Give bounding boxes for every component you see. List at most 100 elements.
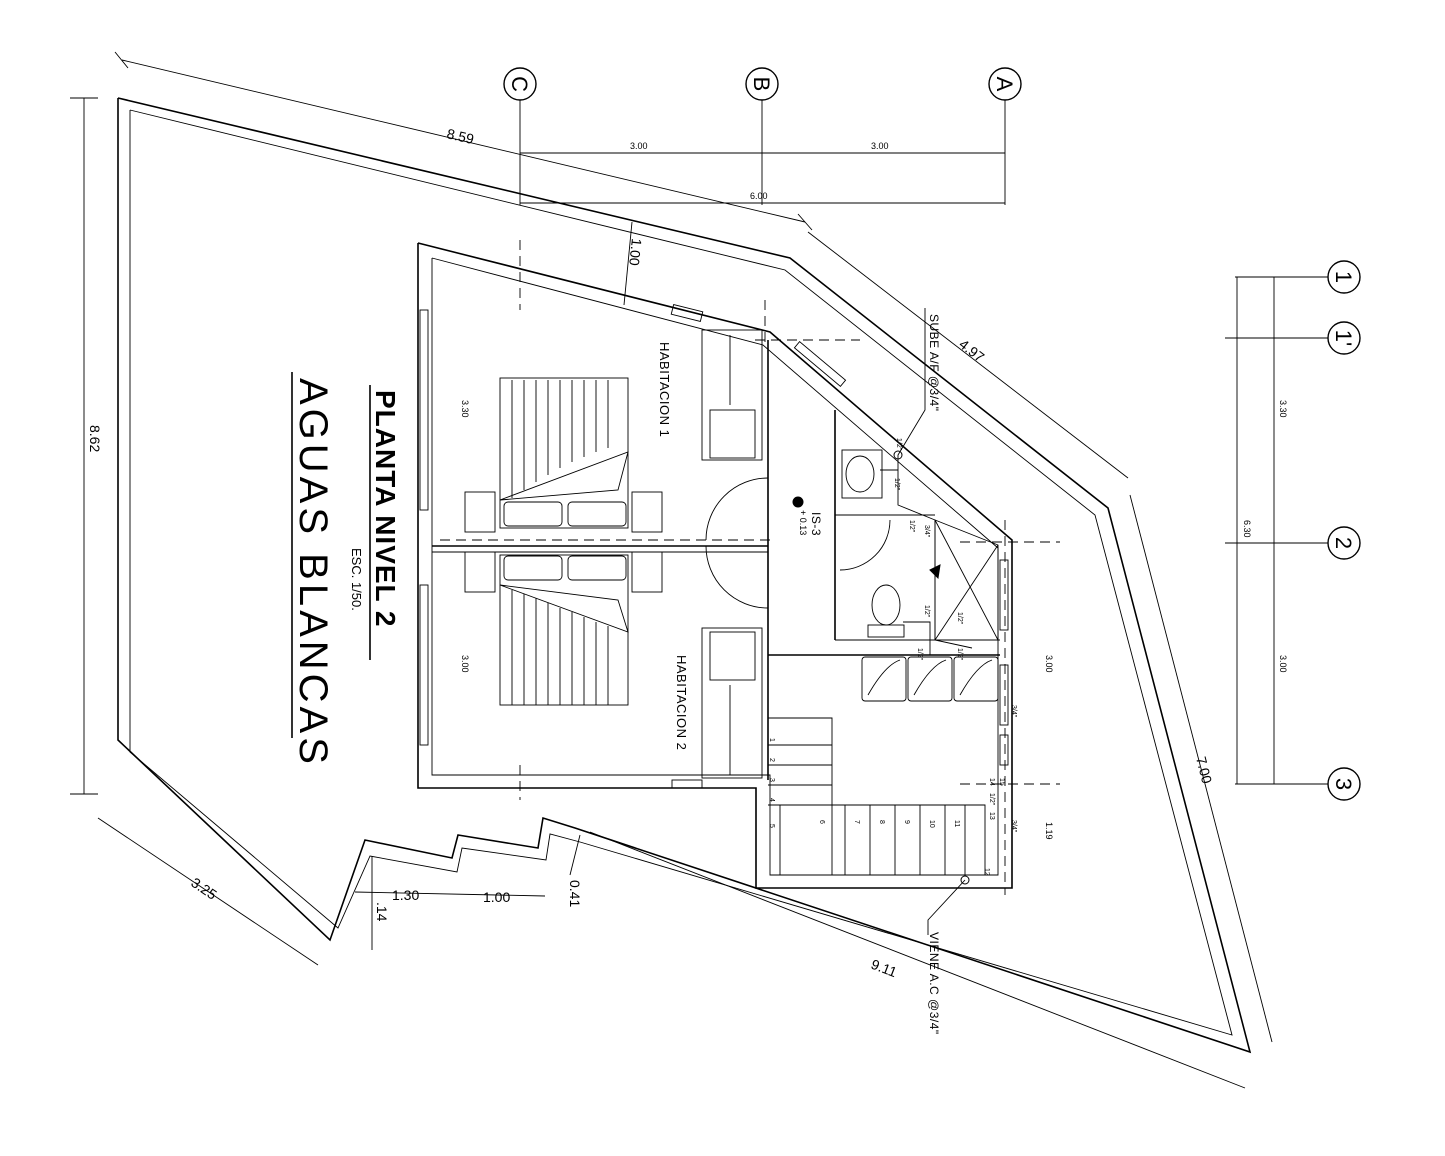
- toilet-tank: [867, 624, 905, 638]
- dim-line-offset: [623, 221, 633, 306]
- stair-step-number: 8: [878, 820, 885, 824]
- axis-label-3: 3: [1331, 778, 1356, 790]
- title-system: AGUAS BLANCAS: [291, 378, 335, 768]
- dim-right-edge: 7.00: [1193, 755, 1215, 786]
- wash-unit-1: [861, 656, 907, 702]
- note-level-mark: + 0.13: [798, 510, 808, 535]
- pipe-label-a: 1/2": [893, 478, 900, 491]
- pipe-label-k: 1/2": [895, 438, 902, 451]
- note-riser-in: VIENE A.C @3/4": [927, 932, 941, 1035]
- stair-step-number: 15: [998, 778, 1005, 786]
- bed-2-pillow-a: [503, 555, 563, 581]
- door-bathroom: [839, 519, 891, 571]
- bathroom-fixtures: [841, 449, 999, 641]
- door-bedroom1: [705, 477, 769, 541]
- pipe-toilet: [903, 621, 931, 655]
- dim-stair-tail: 1.19: [1044, 822, 1054, 840]
- closet-2-drawer: [709, 631, 756, 681]
- dim-stair-area: 3.00: [1044, 655, 1054, 673]
- axis-grid-letters: [503, 67, 1022, 205]
- stair-step-number: 1: [768, 738, 775, 742]
- note-section-tag: IS-3: [809, 512, 823, 536]
- axis-grid-numbers: [1225, 260, 1361, 801]
- dim-bottom-edge: 9.11: [869, 956, 899, 980]
- room-label-bedroom2: HABITACION 2: [674, 655, 689, 750]
- stair-step-number: 10: [928, 820, 935, 828]
- window-stair: [999, 734, 1009, 766]
- grid-dashed-lines: [440, 240, 1060, 895]
- bed-2-pillow-b: [567, 555, 627, 581]
- axis-label-1: 1: [1331, 271, 1356, 283]
- level-mark-symbol: [792, 496, 804, 508]
- bed-1: [464, 377, 663, 533]
- boundary-outer: [117, 97, 1252, 1054]
- nightstand-1b: [631, 491, 663, 533]
- dim-step-130: 1.30: [392, 887, 419, 903]
- axis-bubble-2: [1327, 526, 1361, 560]
- wash-unit-2: [907, 656, 953, 702]
- stair-step-number: 6: [818, 820, 825, 824]
- window-diagonal: [793, 341, 847, 387]
- dim-room2-width: 3.00: [460, 655, 470, 673]
- dim-upper-right-edge: 4.97: [956, 336, 987, 366]
- stair-step-number: 2: [768, 758, 775, 762]
- axis-bubble-1p: [1327, 321, 1361, 355]
- dim-grid-ba: 3.00: [871, 141, 889, 151]
- dim-line-bottom: [589, 831, 1246, 1089]
- axis-labels: C B A 1 1' 2 3: [507, 76, 1356, 790]
- stair-step-number: 14: [988, 778, 995, 786]
- dim-grid-2-3: 3.00: [1278, 655, 1288, 673]
- property-boundary: [117, 97, 1252, 1054]
- stair-step-number: 3: [768, 778, 775, 782]
- pipe-incoming: [927, 879, 966, 935]
- stair-step-number: 11: [953, 820, 960, 827]
- dim-step-014: .14: [374, 902, 390, 922]
- axis-label-a: A: [992, 77, 1017, 92]
- pipe-label-b: 3/4": [923, 525, 930, 538]
- dim-step-100: 1.00: [483, 889, 510, 905]
- dim-line-right: [1129, 494, 1273, 1043]
- nightstand-2b: [631, 551, 663, 593]
- room-label-bedroom1: HABITACION 1: [657, 342, 672, 437]
- window-bottom: [671, 779, 703, 789]
- stair-step-number: 7: [853, 820, 860, 824]
- axis-bubble-a: [988, 67, 1022, 101]
- pipe-main-riser: [897, 308, 973, 649]
- axis-label-c: C: [507, 76, 532, 92]
- note-riser-up: SUBE A/F @3/4": [927, 314, 941, 411]
- nightstand-1a: [464, 491, 496, 533]
- plumbing: [792, 308, 1000, 935]
- dim-step-041: 0.41: [567, 880, 583, 907]
- exterior-dimensions: [70, 51, 1273, 1089]
- dim-line-lower-left: [97, 817, 319, 966]
- stair-step-number: 5: [768, 824, 775, 828]
- riser-node-in: [960, 875, 970, 885]
- dim-grid-ca: 6.00: [750, 191, 768, 201]
- wash-units: [861, 656, 999, 702]
- dim-line-upper-right: [807, 231, 1129, 479]
- dim-offset-1: 1.00: [626, 238, 645, 267]
- building-inner-wall: [431, 257, 999, 876]
- valve-icon: [929, 564, 941, 580]
- doors: [705, 477, 891, 609]
- pipe-label-e: 1/2": [956, 612, 963, 625]
- building-outer-wall: [417, 242, 1013, 889]
- axis-bubble-c: [503, 67, 537, 101]
- boundary-inner: [129, 109, 1233, 1036]
- pipe-label-g: 1/2": [956, 648, 963, 661]
- closet-2: [701, 627, 763, 779]
- dim-top-edge: 8.59: [445, 125, 475, 147]
- axis-label-b: B: [749, 77, 774, 92]
- wash-unit-3: [953, 656, 999, 702]
- bed-2-frame: [499, 554, 629, 706]
- window-bathroom: [999, 559, 1009, 631]
- title-block: PLANTA NIVEL 2 ESC. 1/50. AGUAS BLANCAS: [291, 372, 401, 768]
- window-hall: [999, 664, 1009, 726]
- axis-label-2: 2: [1331, 537, 1356, 549]
- axis-bubble-1: [1327, 260, 1361, 294]
- sink-counter: [841, 449, 883, 499]
- stair-step-number: 12: [983, 868, 990, 876]
- axis-label-1p: 1': [1331, 330, 1356, 346]
